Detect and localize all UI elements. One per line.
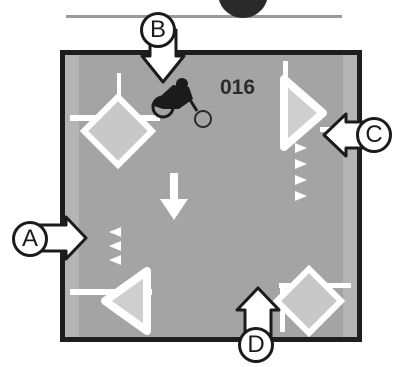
chevron-right-4 bbox=[295, 191, 307, 201]
diamond-marking-top-left bbox=[79, 92, 157, 170]
direction-arrow-head bbox=[160, 199, 188, 220]
chevron-right-1 bbox=[295, 143, 307, 153]
chevron-right-2 bbox=[295, 159, 307, 169]
direction-arrow-shaft bbox=[170, 173, 178, 203]
right-road-edge bbox=[343, 55, 357, 337]
speed-marking: 016 bbox=[220, 76, 256, 99]
callout-d-label: D bbox=[238, 327, 274, 363]
chevron-left-1 bbox=[109, 227, 121, 237]
top-rule bbox=[66, 15, 342, 18]
callout-c-label: C bbox=[356, 117, 392, 153]
chevron-left-2 bbox=[109, 241, 121, 251]
chevron-right-3 bbox=[295, 175, 307, 185]
chevron-left-3 bbox=[109, 255, 121, 265]
diamond-marking-bottom-right bbox=[272, 264, 346, 337]
intersection-scene bbox=[65, 55, 357, 337]
give-way-triangle-left bbox=[101, 267, 151, 335]
give-way-triangle-right bbox=[280, 75, 327, 151]
intersection-diagram: 016 bbox=[60, 50, 362, 342]
callout-a-label: A bbox=[12, 221, 48, 257]
callout-b-label: B bbox=[140, 12, 176, 48]
top-partial-marker bbox=[218, 0, 268, 18]
motorcyclist bbox=[151, 78, 212, 128]
left-road-edge bbox=[65, 55, 79, 337]
